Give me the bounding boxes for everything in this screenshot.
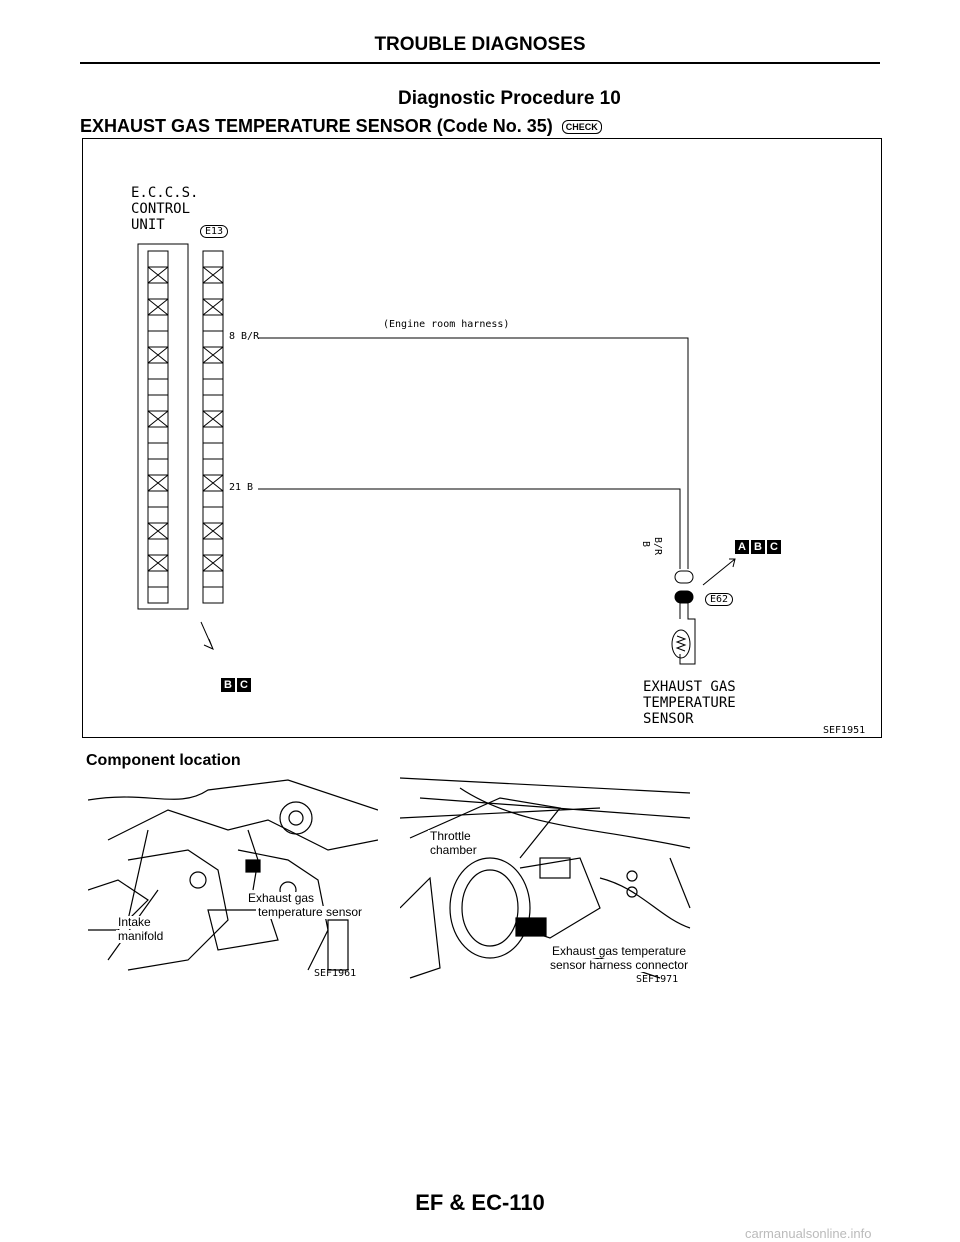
connector-pin (147, 506, 169, 524)
photo1-code: SEF1961 (314, 968, 357, 979)
connector-pin (202, 458, 224, 476)
connector-pin (147, 570, 169, 588)
connector-pin (202, 490, 224, 508)
label-exhaust-connector-1: Exhaust gas temperature (550, 944, 689, 958)
connector-pin-blank (202, 266, 224, 284)
connector-pin (147, 538, 169, 556)
connector-pin-blank (147, 554, 169, 572)
engine-photo-1 (87, 779, 379, 971)
engine-photo-2 (399, 777, 691, 979)
box-b: B (751, 540, 765, 554)
connector-e62: E62 (705, 593, 734, 606)
connector-pin-blank (202, 474, 224, 492)
ecu-connector-outline (137, 243, 189, 610)
connector-pin (202, 506, 224, 524)
connector-pin (202, 314, 224, 332)
connector-pin (147, 378, 169, 396)
photo2-code: SEF1971 (636, 974, 679, 985)
wiring-diagram: E.C.C.S. CONTROL UNIT E13 8 B/R 21 B (En… (82, 138, 882, 738)
label-exhaust-gas: Exhaust gas (246, 891, 317, 905)
connector-pin (147, 442, 169, 460)
subtitle-text: EXHAUST GAS TEMPERATURE SENSOR (Code No.… (80, 116, 553, 136)
connector-pin-blank (202, 554, 224, 572)
connector-pin (202, 250, 224, 268)
box-c: C (767, 540, 781, 554)
label-exhaust-connector-2: sensor harness connector (548, 958, 691, 972)
connector-pin-blank (202, 298, 224, 316)
connector-pin (147, 586, 169, 604)
connector-pin (147, 490, 169, 508)
connector-pin (147, 314, 169, 332)
harness-label: (Engine room harness) (383, 319, 510, 330)
sensor-label: EXHAUST GAS TEMPERATURE SENSOR (643, 679, 736, 727)
wire-b (258, 488, 681, 529)
connector-pin (202, 378, 224, 396)
connector-pin (202, 442, 224, 460)
connector-pin-blank (147, 266, 169, 284)
connector-pin (202, 538, 224, 556)
sensor-coil (675, 635, 687, 652)
connector-pin (147, 282, 169, 300)
connector-pin (202, 330, 224, 348)
e62-connector-top (674, 570, 694, 584)
wiring-svg (137, 243, 736, 665)
wire-br (258, 337, 689, 529)
connector-pin-blank (147, 298, 169, 316)
connector-pin-blank (147, 522, 169, 540)
wire-vert-label-b: B (640, 541, 651, 548)
box-b-left: B (221, 678, 235, 692)
connector-pin (147, 394, 169, 412)
box-a: A (735, 540, 749, 554)
connector-pin-blank (202, 522, 224, 540)
connector-pin-blank (147, 346, 169, 364)
connector-pin (202, 362, 224, 380)
connector-pin (147, 362, 169, 380)
connector-pin (147, 330, 169, 348)
e62-connector-bottom (674, 590, 694, 604)
check-engine-icon: CHECK (561, 120, 602, 135)
sensor-wiring (679, 603, 696, 665)
procedure-subtitle: EXHAUST GAS TEMPERATURE SENSOR (Code No.… (80, 116, 602, 137)
photo-intake-manifold: Exhaust gas temperature sensor Intake ma… (87, 770, 379, 988)
connector-pin (202, 282, 224, 300)
connector-pin-blank (202, 346, 224, 364)
connector-pin (202, 426, 224, 444)
connector-pin (202, 586, 224, 604)
connector-pin-blank (202, 410, 224, 428)
label-chamber: chamber (428, 843, 479, 857)
connector-pin (202, 570, 224, 588)
ecu-label: E.C.C.S. CONTROL UNIT (131, 185, 199, 233)
label-intake: Intake (116, 915, 153, 929)
watermark: carmanualsonline.info (745, 1226, 872, 1241)
wire-vertical (679, 529, 689, 569)
arrow-left (200, 621, 214, 650)
connector-pin (147, 426, 169, 444)
diagram-code: SEF1951 (823, 725, 866, 736)
page-header: TROUBLE DIAGNOSES (374, 34, 586, 55)
connector-pin (147, 250, 169, 268)
connector-e13: E13 (200, 225, 229, 238)
procedure-title: Diagnostic Procedure 10 (398, 88, 621, 109)
label-temp-sensor: temperature sensor (256, 905, 365, 919)
photo-throttle-chamber: Throttle chamber Exhaust gas temperature… (399, 768, 700, 988)
wire-vert-label-br: B/R (652, 537, 663, 556)
sensor-element (671, 629, 691, 659)
component-heading: Component location (86, 752, 241, 769)
connector-pin (202, 394, 224, 412)
header-rule (80, 62, 880, 64)
label-manifold: manifold (116, 929, 166, 943)
connector-pin (147, 458, 169, 476)
arrow-right (702, 558, 736, 586)
wire-label-8br: 8 B/R (229, 331, 260, 342)
label-throttle: Throttle (428, 829, 473, 843)
box-c-left: C (237, 678, 251, 692)
connector-pin-blank (147, 410, 169, 428)
connector-pin-blank (147, 474, 169, 492)
page-number: EF & EC-110 (415, 1190, 545, 1215)
wire-label-21b: 21 B (229, 482, 254, 493)
